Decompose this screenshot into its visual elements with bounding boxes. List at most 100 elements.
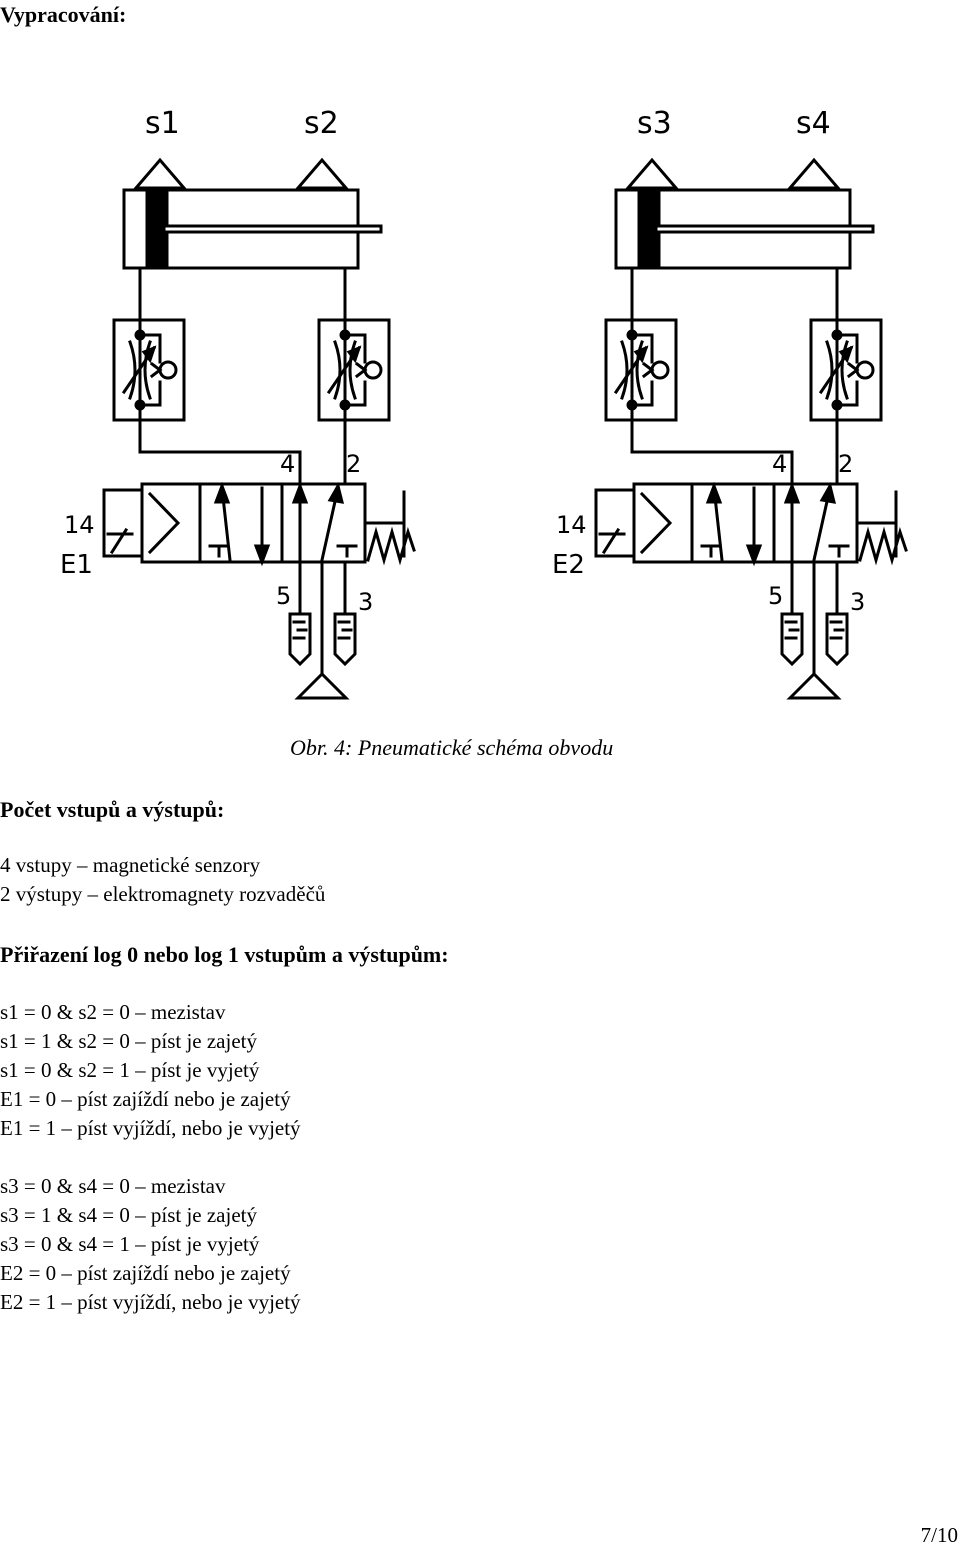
sensor-triangle <box>786 157 842 190</box>
check-seat <box>641 361 655 379</box>
sensor-label: s3 <box>637 106 672 141</box>
solenoid-label: E1 <box>60 550 93 580</box>
arrow-head <box>705 481 723 504</box>
silencer <box>780 612 804 667</box>
restriction-curve <box>825 340 834 400</box>
pipe <box>630 403 794 486</box>
silencer-mark <box>337 620 353 640</box>
sensor-triangle <box>624 157 680 190</box>
bypass-line <box>630 380 654 407</box>
assignment-line: s3 = 1 & s4 = 0 – píst je zajetý <box>0 1203 257 1227</box>
solenoid-box <box>140 482 202 564</box>
blocked-port <box>208 544 230 558</box>
silencer-mark <box>784 620 800 640</box>
return-spring <box>366 526 416 566</box>
bypass-line <box>835 380 859 407</box>
return-spring <box>858 526 908 566</box>
actuator-frame <box>594 488 636 558</box>
port-label: 5 <box>768 582 783 610</box>
bypass-line <box>835 333 859 364</box>
assignment-line: E2 = 0 – píst zajíždí nebo je zajetý <box>0 1261 291 1285</box>
throttle-check-valve <box>809 318 883 422</box>
manual-override <box>598 527 626 555</box>
assignment-line: s1 = 1 & s2 = 0 – píst je zajetý <box>0 1029 257 1053</box>
bypass-line <box>138 380 162 407</box>
throttle-check-valve <box>317 318 391 422</box>
throttle-check-valve <box>112 318 186 422</box>
junction-dot <box>626 329 638 341</box>
arrow-head <box>213 481 231 504</box>
port-label: 2 <box>838 450 853 478</box>
check-seat <box>846 361 860 379</box>
valve-box <box>317 318 391 422</box>
blocked-port <box>700 544 722 558</box>
restriction-curve <box>143 340 152 400</box>
restriction-curve <box>840 340 849 400</box>
silencer-mark <box>292 620 308 640</box>
bypass-line <box>138 333 162 364</box>
port-label: 3 <box>850 588 865 616</box>
port-label: 5 <box>276 582 291 610</box>
sensor-label: s2 <box>304 106 339 141</box>
port-label: 4 <box>772 450 787 478</box>
page-number: 7/10 <box>920 1523 958 1547</box>
solenoid-triangle <box>147 491 181 555</box>
assignment-line: s1 = 0 & s2 = 0 – mezistav <box>0 1000 226 1024</box>
solenoid-label: E2 <box>552 550 585 580</box>
pipe <box>138 403 302 486</box>
assignment-line: E1 = 0 – píst zajíždí nebo je zajetý <box>0 1087 291 1111</box>
arrow-head <box>291 481 309 504</box>
solenoid-port-label: 14 <box>556 511 587 539</box>
valve-box <box>112 318 186 422</box>
junction-dot <box>134 329 146 341</box>
valve-box <box>604 318 678 422</box>
arrow-head <box>346 345 362 364</box>
silencer <box>825 612 849 667</box>
bypass-line <box>630 333 654 364</box>
restriction-curve <box>635 340 644 400</box>
solenoid-port-label: 14 <box>64 511 95 539</box>
bypass-line <box>343 380 367 407</box>
junction-dot <box>339 329 351 341</box>
arrow-head <box>783 481 801 504</box>
arrow-head <box>633 345 649 364</box>
silencer <box>288 612 312 667</box>
arrow-head <box>141 345 157 364</box>
arrow-head <box>745 544 763 567</box>
check-seat <box>354 361 368 379</box>
assignment-line: s3 = 0 & s4 = 0 – mezistav <box>0 1174 226 1198</box>
assignment-line: s3 = 0 & s4 = 1 – píst je vyjetý <box>0 1232 260 1256</box>
figure-caption: Obr. 4: Pneumatické schéma obvodu <box>290 735 614 760</box>
restriction-curve <box>620 340 629 400</box>
sensor-label: s4 <box>796 106 831 141</box>
solenoid-box <box>632 482 694 564</box>
supply-triangle <box>294 671 350 700</box>
assignment-line: E2 = 1 – píst vyjíždí, nebo je vyjetý <box>0 1290 301 1314</box>
io-heading: Počet vstupů a výstupů: <box>0 797 225 822</box>
assignment-heading: Přiřazení log 0 nebo log 1 vstupům a výs… <box>0 942 449 967</box>
arrow-head <box>838 345 854 364</box>
bypass-line <box>343 333 367 364</box>
supply-triangle <box>786 671 842 700</box>
arrow-head <box>819 482 837 504</box>
restriction-curve <box>333 340 342 400</box>
port-label: 3 <box>358 588 373 616</box>
valve-box <box>809 318 883 422</box>
sensor-label: s1 <box>145 106 180 141</box>
page-title: Vypracování: <box>0 2 127 27</box>
io-line: 2 výstupy – elektromagnety rozvaděčů <box>0 882 326 906</box>
check-seat <box>149 361 163 379</box>
port-label: 4 <box>280 450 295 478</box>
sensor-triangle <box>132 157 188 190</box>
throttle-check-valve <box>604 318 678 422</box>
restriction-curve <box>128 340 137 400</box>
sensor-triangle <box>294 157 350 190</box>
solenoid-triangle <box>639 491 673 555</box>
restriction-curve <box>348 340 357 400</box>
assignment-line: s1 = 0 & s2 = 1 – píst je vyjetý <box>0 1058 260 1082</box>
silencer <box>333 612 357 667</box>
arrow-head <box>327 482 345 504</box>
